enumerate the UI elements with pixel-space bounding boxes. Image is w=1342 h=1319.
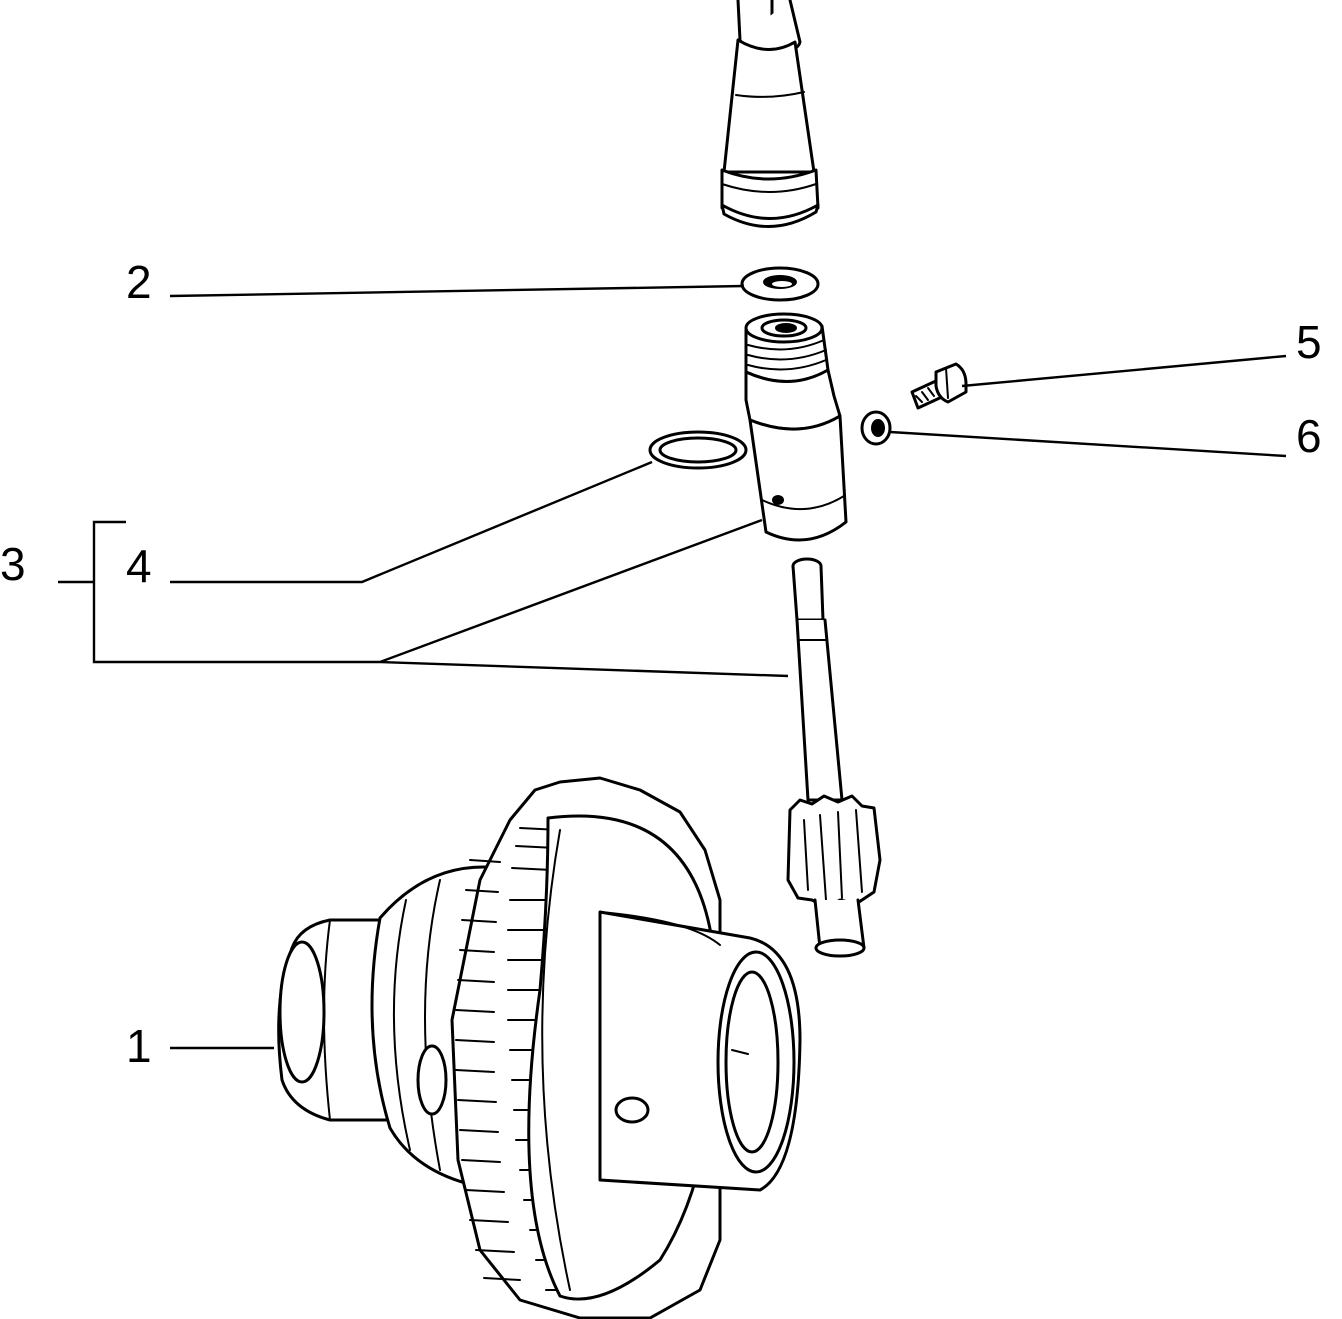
differential-assembly[interactable] — [277, 776, 802, 1319]
leader-6 — [889, 430, 1287, 458]
leader-3-housing — [379, 518, 763, 664]
drive-housing[interactable] — [744, 312, 848, 542]
speedometer-cable[interactable] — [720, 0, 820, 228]
leader-2 — [169, 284, 745, 298]
o-ring-4[interactable] — [648, 430, 748, 470]
callout-2: 2 — [126, 256, 152, 308]
bracket-3 — [92, 520, 789, 678]
leader-5 — [961, 354, 1287, 388]
callout-3: 3 — [0, 538, 26, 590]
callout-1: 1 — [126, 1020, 152, 1072]
callout-6: 6 — [1296, 410, 1322, 462]
driven-gear-shaft[interactable] — [786, 557, 882, 958]
screw-5[interactable] — [910, 362, 968, 410]
leader-4 — [170, 460, 653, 584]
callout-5: 5 — [1296, 316, 1322, 368]
washer-6[interactable] — [860, 410, 892, 446]
washer-2[interactable] — [740, 266, 820, 302]
leader-lines — [58, 284, 1287, 1050]
callout-labels: 1 2 3 4 5 6 — [0, 256, 1322, 1072]
callout-4: 4 — [126, 540, 152, 592]
